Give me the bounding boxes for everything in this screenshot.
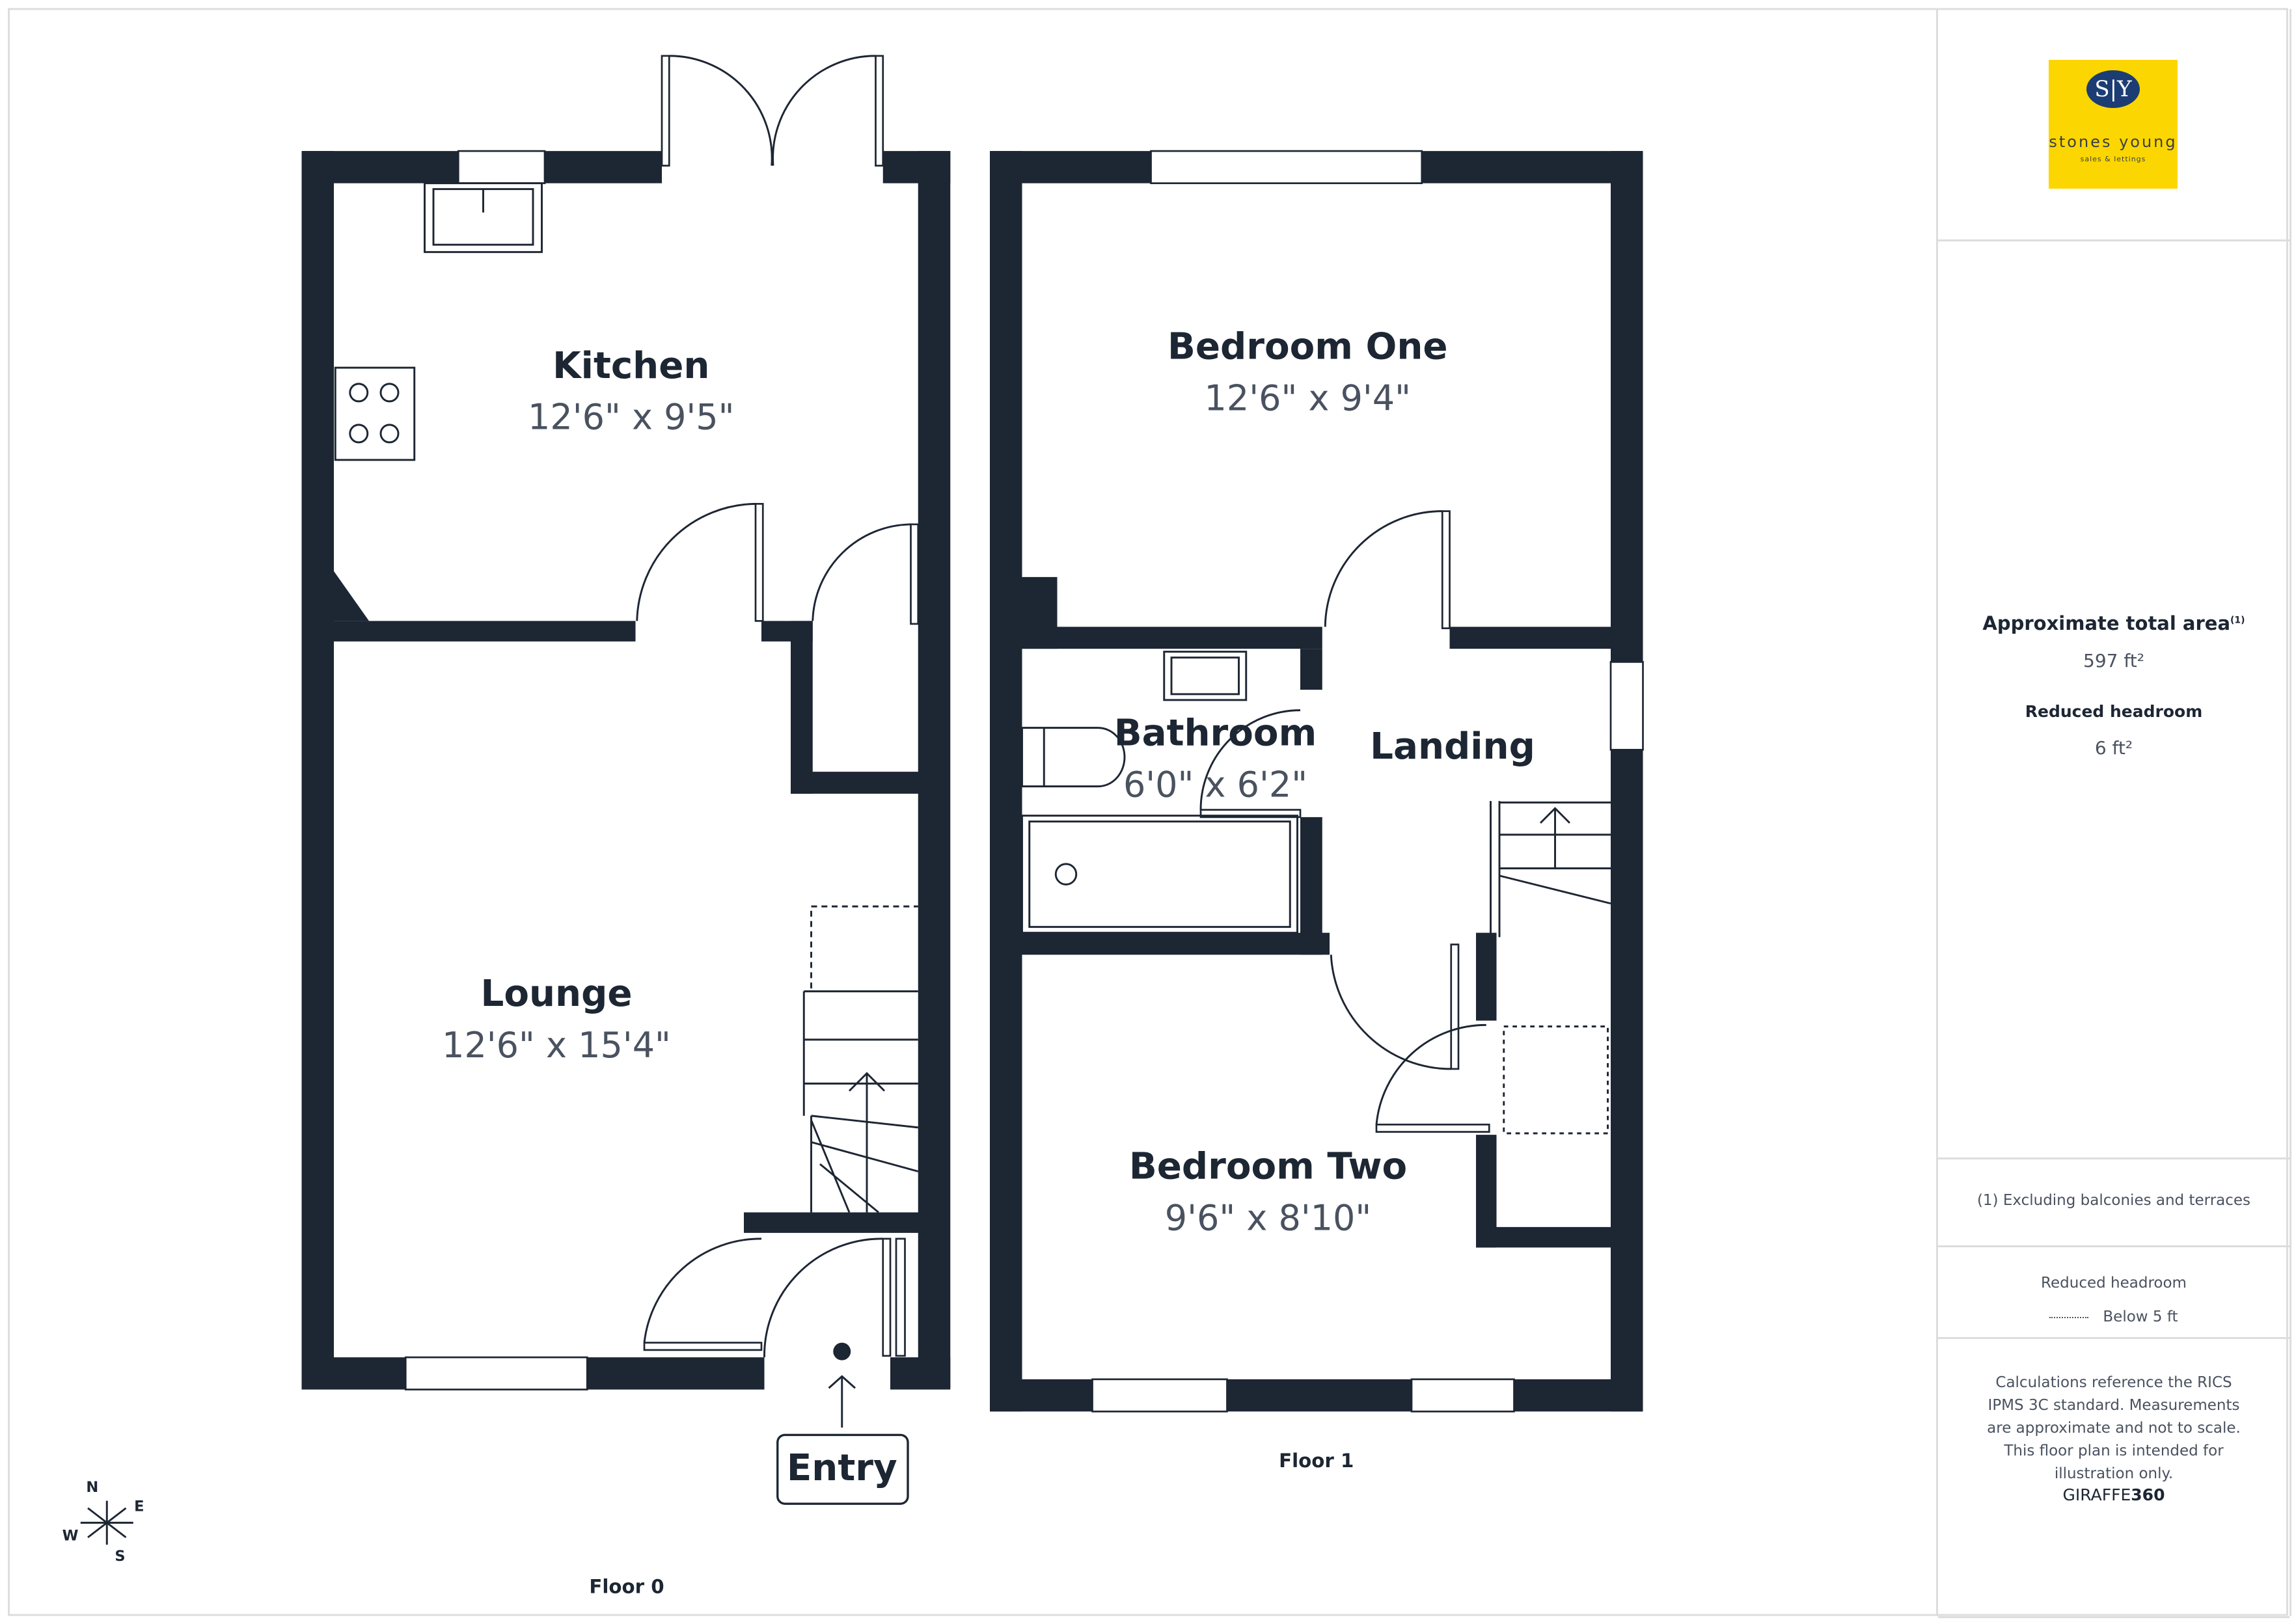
compass-icon: N E S W	[62, 1479, 144, 1565]
stones-young-logo: S|Y stones young sales & lettings	[2049, 60, 2178, 189]
entry-arrow-icon	[828, 1375, 856, 1428]
door	[812, 523, 920, 625]
info-panel: S|Y stones young sales & lettings Approx…	[1936, 9, 2291, 1618]
total-area-label: Approximate total area	[1982, 612, 2231, 634]
window	[1150, 150, 1423, 184]
floor-1-plan: Bedroom One 12'6" x 9'4" Bathroom 6'0" x…	[990, 150, 1644, 1472]
room-name-bedroom-two: Bedroom Two	[1129, 1146, 1407, 1188]
svg-text:S: S	[115, 1548, 125, 1565]
hob-icon	[334, 366, 416, 461]
legend-section: Reduced headroom Below 5 ft	[1938, 1247, 2289, 1339]
french-doors	[661, 55, 884, 167]
svg-text:W: W	[62, 1527, 79, 1544]
disclaimer: Calculations reference the RICS IPMS 3C …	[1987, 1374, 2241, 1482]
stairs-icon	[1490, 801, 1611, 938]
door	[643, 1238, 763, 1351]
room-dims-lounge: 12'6" x 15'4"	[442, 1025, 671, 1066]
door	[1330, 943, 1460, 1070]
room-name-bathroom: Bathroom	[1114, 712, 1317, 755]
room-name-bedroom-one: Bedroom One	[1168, 326, 1448, 368]
dotted-line-icon	[2049, 1316, 2089, 1318]
floor-0-label: Floor 0	[589, 1575, 664, 1597]
room-dims-bedroom-two: 9'6" x 8'10"	[1165, 1197, 1371, 1238]
reduced-headroom-label: Reduced headroom	[2025, 702, 2203, 721]
svg-text:N: N	[86, 1479, 98, 1496]
room-name-kitchen: Kitchen	[553, 345, 709, 387]
stairs-icon	[802, 905, 919, 1213]
legend-title: Reduced headroom	[2041, 1275, 2187, 1292]
sink-icon	[1163, 651, 1248, 701]
floor-0-plan: Entry Kitchen 12'6" x 9'5" Lounge 12'6" …	[301, 55, 951, 1597]
area-section: Approximate total area(1) 597 ft² Reduce…	[1938, 241, 2289, 1159]
window	[1410, 1378, 1515, 1413]
window	[1091, 1378, 1228, 1413]
room-dims-bedroom-one: 12'6" x 9'4"	[1205, 377, 1411, 418]
window	[404, 1356, 588, 1390]
giraffe360-brand: GIRAFFE360	[2062, 1485, 2165, 1504]
disclaimer-section: Calculations reference the RICS IPMS 3C …	[1938, 1339, 2289, 1618]
floor-1-label: Floor 1	[1279, 1450, 1354, 1472]
room-name-lounge: Lounge	[481, 973, 633, 1015]
footnote-section: (1) Excluding balconies and terraces	[1938, 1159, 2289, 1247]
room-dims-kitchen: 12'6" x 9'5"	[528, 397, 734, 438]
reduced-headroom-value: 6 ft²	[2094, 737, 2133, 759]
entry-label-box	[776, 1433, 909, 1505]
room-name-landing: Landing	[1370, 725, 1535, 768]
door	[1375, 1023, 1490, 1133]
door	[1324, 510, 1451, 629]
window	[1609, 661, 1644, 751]
door	[1199, 709, 1302, 819]
svg-text:E: E	[134, 1498, 144, 1515]
sink-icon	[424, 182, 543, 253]
legend-item: Below 5 ft	[2103, 1308, 2178, 1325]
reduced-headroom-area	[1503, 1025, 1609, 1135]
door	[636, 502, 764, 622]
toilet-icon	[1021, 727, 1126, 788]
entry-dot-icon	[833, 1342, 851, 1360]
window	[457, 150, 546, 184]
logo-section: S|Y stones young sales & lettings	[1938, 9, 2289, 241]
bath-icon	[1021, 815, 1298, 934]
entry-door	[763, 1238, 906, 1358]
entry-label: Entry	[787, 1447, 897, 1489]
total-area-value: 597 ft²	[2083, 650, 2144, 671]
room-dims-bathroom: 6'0" x 6'2"	[1123, 764, 1307, 805]
footnote: (1) Excluding balconies and terraces	[1976, 1192, 2251, 1209]
